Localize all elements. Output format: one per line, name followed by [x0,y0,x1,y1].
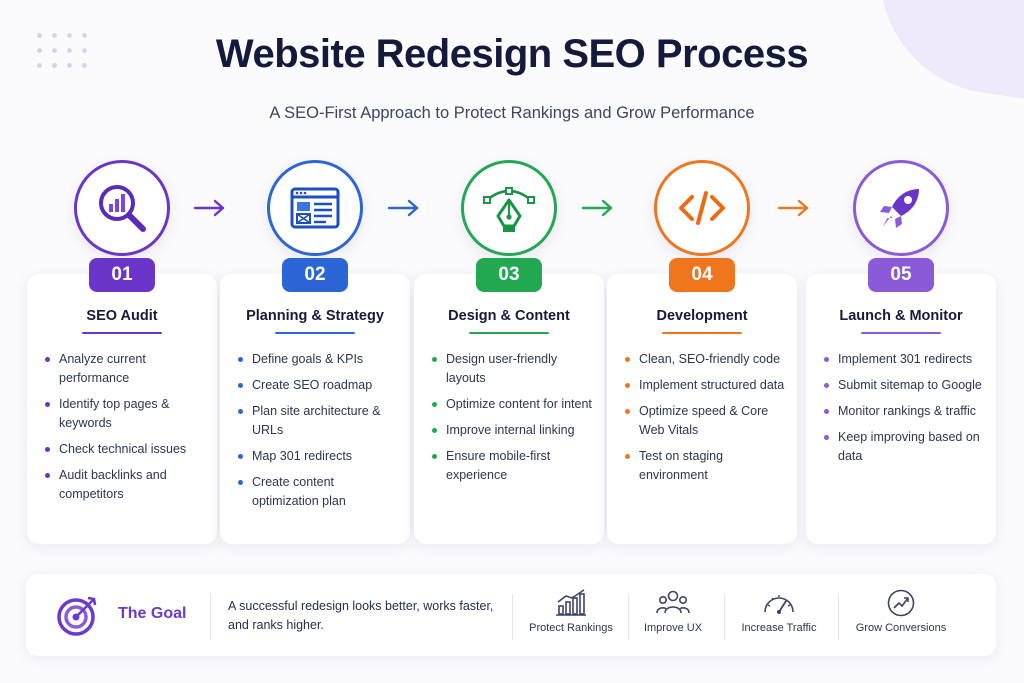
pen-tool-icon [483,187,535,232]
step-icon-circle [461,160,557,256]
bullet-item: Ensure mobile-first experience [432,447,594,485]
step-bullet-list: Implement 301 redirects Submit sitemap t… [824,350,986,473]
users-icon [656,590,690,614]
step-number-badge: 01 [89,258,155,292]
step-number-badge: 04 [669,258,735,292]
bullet-item: Identify top pages & keywords [45,395,207,433]
bullet-item: Define goals & KPIs [238,350,400,369]
title-underline [469,332,549,334]
bar-growth-icon [556,589,586,616]
bullet-item: Create content optimization plan [238,473,400,511]
step-icon-circle [853,160,949,256]
arrow-right-icon [387,199,419,217]
step-card: SEO Audit Analyze current performance Id… [27,274,217,544]
bullet-item: Check technical issues [45,440,207,459]
divider [512,594,513,640]
step-bullet-list: Design user-friendly layouts Optimize co… [432,350,594,492]
bullet-item: Analyze current performance [45,350,207,388]
decorative-dots [32,28,92,78]
step-design-content: Design & Content Design user-friendly la… [414,160,604,550]
bullet-item: Create SEO roadmap [238,376,400,395]
step-icon-circle [654,160,750,256]
title-underline [82,332,162,334]
metric-label: Improve UX [643,622,703,634]
step-card: Development Clean, SEO-friendly code Imp… [607,274,797,544]
title-underline [861,332,941,334]
magnifier-chart-icon [99,185,146,232]
arrow-right-icon [581,199,613,217]
goal-text: A successful redesign looks better, work… [228,599,494,632]
title-underline [662,332,742,334]
bullet-item: Keep improving based on data [824,428,986,466]
step-title: SEO Audit [86,308,158,324]
step-number-badge: 03 [476,258,542,292]
step-card: Design & Content Design user-friendly la… [414,274,604,544]
metric-protect-rankings: Protect Rankings [514,588,628,644]
divider [724,594,725,640]
step-number-badge: 02 [282,258,348,292]
divider [628,594,629,640]
step-number-badge: 05 [868,258,934,292]
bullet-item: Improve internal linking [432,421,594,440]
page-title: Website Redesign SEO Process [215,32,809,76]
divider [838,594,839,640]
metric-label: Protect Rankings [529,622,613,634]
step-seo-audit: SEO Audit Analyze current performance Id… [27,160,217,550]
bullet-item: Clean, SEO-friendly code [625,350,787,369]
bullet-item: Optimize speed & Core Web Vitals [625,402,787,440]
divider [210,594,211,640]
step-card: Launch & Monitor Implement 301 redirects… [806,274,996,544]
page-subtitle: A SEO-First Approach to Protect Rankings… [269,104,755,122]
bullet-item: Map 301 redirects [238,447,400,466]
bullet-item: Implement 301 redirects [824,350,986,369]
growth-circle-icon [887,589,915,617]
step-title: Design & Content [448,308,570,324]
rocket-icon [880,189,919,228]
bullet-item: Audit backlinks and competitors [45,466,207,504]
step-launch-monitor: Launch & Monitor Implement 301 redirects… [806,160,996,550]
title-underline [275,332,355,334]
code-brackets-icon [679,191,725,225]
bullet-item: Implement structured data [625,376,787,395]
browser-layout-icon [290,187,340,229]
step-icon-circle [267,160,363,256]
goal-panel: The Goal A successful redesign looks bet… [26,574,996,656]
step-planning-strategy: Planning & Strategy Define goals & KPIs … [220,160,410,550]
step-icon-circle [74,160,170,256]
metric-increase-traffic: Increase Traffic [722,588,836,644]
goal-title: The Goal [118,605,187,622]
arrow-right-icon [193,199,225,217]
bullet-item: Submit sitemap to Google [824,376,986,395]
bullet-item: Monitor rankings & traffic [824,402,986,421]
step-bullet-list: Analyze current performance Identify top… [45,350,207,511]
metric-label: Increase Traffic [741,622,817,634]
bullet-item: Optimize content for intent [432,395,594,414]
step-bullet-list: Clean, SEO-friendly code Implement struc… [625,350,787,492]
step-title: Development [656,308,748,324]
metric-grow-conversions: Grow Conversions [844,588,958,644]
bullet-item: Test on staging environment [625,447,787,485]
bullet-item: Plan site architecture & URLs [238,402,400,440]
step-title: Launch & Monitor [839,308,963,324]
step-bullet-list: Define goals & KPIs Create SEO roadmap P… [238,350,400,518]
step-title: Planning & Strategy [246,308,384,324]
target-icon [57,596,97,636]
step-card: Planning & Strategy Define goals & KPIs … [220,274,410,544]
metric-label: Grow Conversions [855,622,947,634]
step-development: Development Clean, SEO-friendly code Imp… [607,160,797,550]
metric-improve-ux: Improve UX [616,588,730,644]
arrow-right-icon [777,199,809,217]
bullet-item: Design user-friendly layouts [432,350,594,388]
speedometer-icon [764,595,794,614]
